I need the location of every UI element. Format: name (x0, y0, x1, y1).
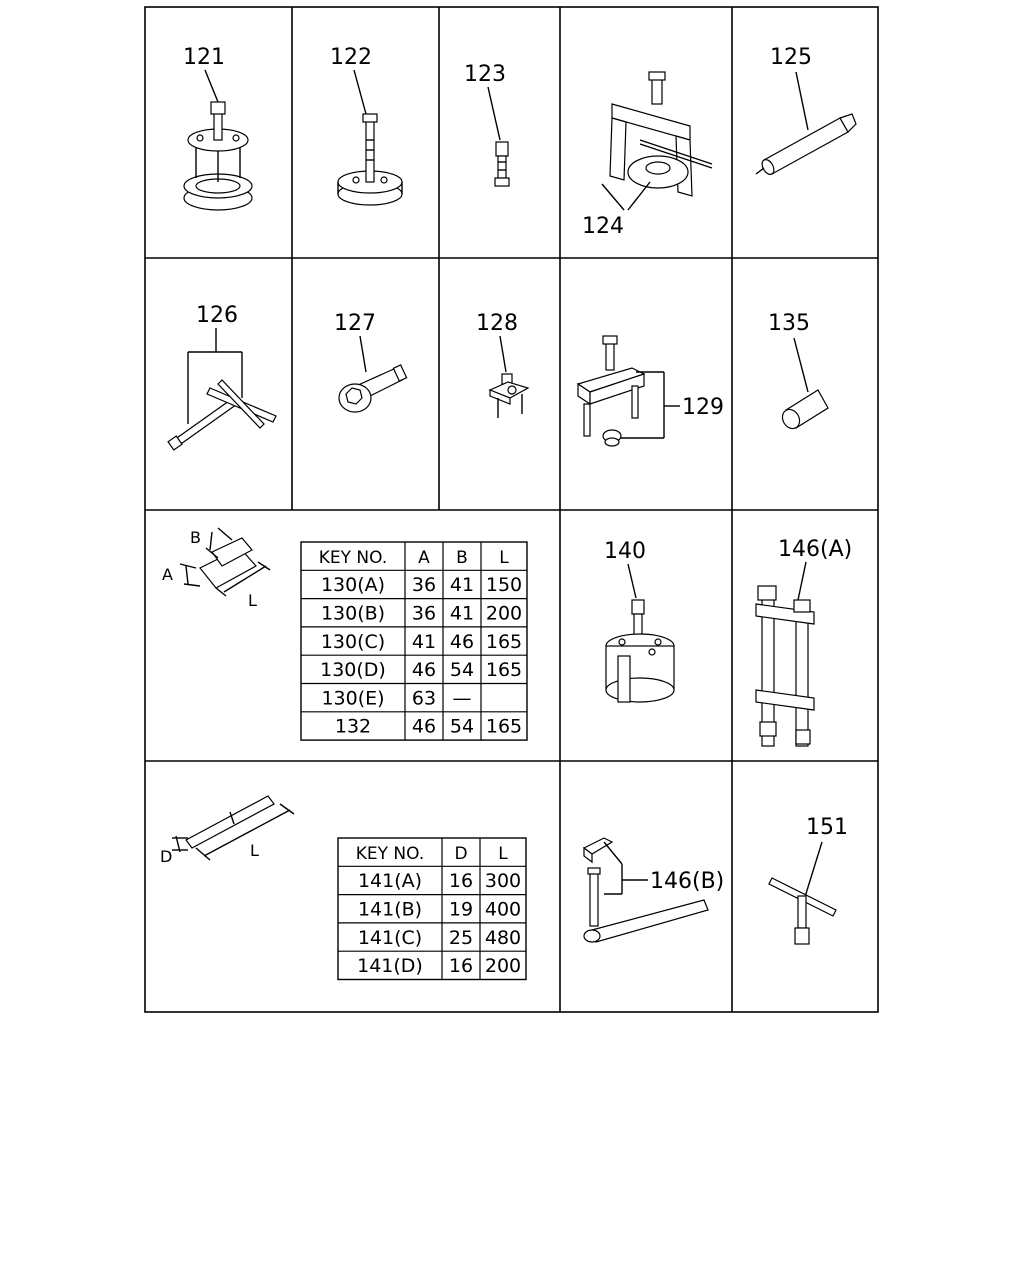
part-146a-compressor: 146(A) (755, 537, 852, 747)
table130-cell: 130(D) (320, 659, 386, 681)
table130-cell: — (453, 687, 472, 709)
part-label-125: 125 (770, 45, 812, 70)
part-label-124: 124 (582, 214, 624, 239)
table141-cell: 141(B) (358, 899, 422, 921)
part-135-sleeve: 135 (768, 311, 829, 430)
table130-cell: 54 (450, 716, 474, 738)
part-label-123: 123 (464, 62, 506, 87)
table130-cell: 46 (450, 631, 474, 653)
part-141-drift-sketch: D L (160, 795, 295, 866)
part-label-121: 121 (183, 45, 225, 70)
table141-border (337, 837, 527, 981)
part-125-slide-hammer: 125 (755, 45, 857, 175)
table141-cell: 25 (449, 927, 473, 949)
part-130-socket-sketch: B A L (162, 527, 271, 610)
table141-cell: 141(C) (358, 927, 422, 949)
table130-cell: 54 (450, 659, 474, 681)
table141-cell: 16 (449, 870, 473, 892)
table141-cell: 480 (485, 927, 521, 949)
table130-cell: 46 (412, 716, 436, 738)
table130-cell: 41 (412, 631, 436, 653)
table141-cell: 19 (449, 899, 473, 921)
part-140-puller: 140 (604, 539, 675, 703)
dim-label-a: A (162, 565, 173, 584)
table130-cell: 165 (486, 716, 522, 738)
table141-header-cell: L (498, 844, 508, 864)
table130-cell: 46 (412, 659, 436, 681)
part-label-127: 127 (334, 311, 376, 336)
table130-cell: 150 (486, 574, 522, 596)
table130-cell: 165 (486, 659, 522, 681)
table-141-grid (337, 837, 527, 981)
part-label-146b: 146(B) (650, 869, 724, 894)
table-130-grid (300, 541, 528, 741)
part-label-135: 135 (768, 311, 810, 336)
table141-cell: 200 (485, 955, 521, 977)
table141-cell: 141(A) (358, 870, 422, 892)
table-130: KEY NO. A B L 130(A) 36 41 150 130(B) 36 41 200 130(… (300, 541, 528, 741)
table130-header-cell: KEY NO. (319, 548, 388, 568)
table130-cell: 41 (450, 574, 474, 596)
part-128-puller: 128 (476, 311, 530, 418)
dim-label-d: D (160, 847, 172, 866)
table130-cell: 41 (450, 603, 474, 625)
part-label-129: 129 (682, 395, 724, 420)
part-124-puller-frame: 124 (582, 71, 713, 239)
dim-label-l: L (248, 591, 257, 610)
part-129-puller-set: 129 (576, 335, 724, 447)
table141-header-cell: D (454, 844, 467, 864)
table141-cell: 16 (449, 955, 473, 977)
part-121-puller: 121 (183, 45, 253, 211)
part-151-t-handle: 151 (768, 815, 848, 945)
table141-cell: 141(D) (357, 955, 423, 977)
table130-header-cell: B (456, 548, 468, 568)
part-126-t-wrench: 126 (167, 303, 277, 451)
table130-border (300, 541, 528, 741)
grid-frame (144, 6, 879, 1013)
table-141: KEY NO. D L 141(A) 16 300 141(B) 19 400 141(C) 25 4… (337, 837, 527, 981)
table-130-cells: KEY NO. A B L 130(A) 36 41 150 130(B) 36 41 200 130(… (319, 548, 522, 738)
part-label-122: 122 (330, 45, 372, 70)
table130-cell: 130(C) (321, 631, 385, 653)
table130-cell: 130(B) (321, 603, 385, 625)
table141-header-cell: KEY NO. (356, 844, 425, 864)
part-label-126: 126 (196, 303, 238, 328)
part-label-146a: 146(A) (778, 537, 852, 562)
dim-label-l2: L (250, 841, 259, 860)
table130-cell: 63 (412, 687, 436, 709)
table130-cell: 130(E) (321, 687, 384, 709)
table141-cell: 300 (485, 870, 521, 892)
table130-cell: 132 (335, 716, 371, 738)
table-141-cells: KEY NO. D L 141(A) 16 300 141(B) 19 400 141(C) 25 4… (356, 844, 521, 977)
part-label-128: 128 (476, 311, 518, 336)
part-127-socket-tool: 127 (334, 311, 408, 413)
part-label-151: 151 (806, 815, 848, 840)
table130-cell: 165 (486, 631, 522, 653)
table130-cell: 130(A) (321, 574, 385, 596)
part-label-140: 140 (604, 539, 646, 564)
table130-header-cell: L (499, 548, 509, 568)
table130-cell: 36 (412, 603, 436, 625)
table130-cell: 200 (486, 603, 522, 625)
part-122-puller: 122 (330, 45, 403, 206)
part-146b-lever-tool: 146(B) (582, 837, 724, 943)
table130-cell: 36 (412, 574, 436, 596)
dim-label-b: B (190, 528, 201, 547)
part-123-bolt: 123 (464, 62, 510, 187)
table130-header-cell: A (418, 548, 430, 568)
table141-cell: 400 (485, 899, 521, 921)
